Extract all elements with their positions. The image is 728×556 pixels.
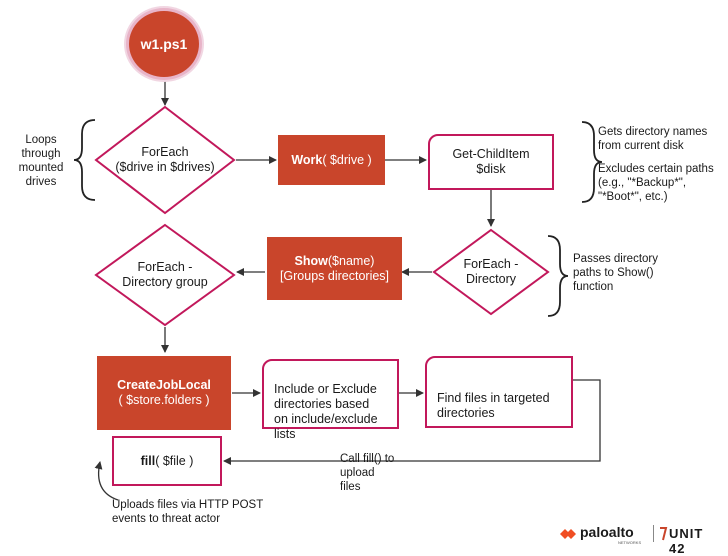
unit42-wordmark: UNIT 42: [669, 526, 704, 556]
include-exclude-label: Include or Exclude directories based on …: [274, 382, 378, 441]
note-call-fill: Call fill() to upload files: [340, 453, 395, 493]
paloalto-sub: NETWORKS: [618, 540, 642, 545]
start-label: w1.ps1: [140, 36, 188, 52]
show-subtitle: [Groups directories]: [279, 268, 390, 283]
fill-name: fill: [140, 453, 156, 468]
work-function-box: Work( $drive ): [278, 135, 385, 185]
arrow-uploads-curve: [94, 461, 119, 501]
createjoblocal-args: ( $store.folders ): [118, 393, 210, 407]
brace-loops: [73, 119, 96, 201]
note-excludes-paths: Excludes certain paths (e.g., "*Backup*"…: [598, 163, 714, 203]
foreach-drive-label: ForEach ($drive in $drives): [115, 145, 215, 174]
diamond-shape: [94, 105, 236, 215]
createjoblocal-box: CreateJobLocal ( $store.folders ): [97, 356, 231, 430]
note-passes-to-show: Passes directory paths to Show() functio…: [573, 253, 659, 293]
diamond-shape: [94, 223, 236, 327]
note-gets-directory-names: Gets directory names from current disk: [598, 126, 708, 152]
fill-args: ( $file ): [155, 453, 194, 468]
find-files-label: Find files in targeted directories: [437, 391, 550, 420]
brace-gets-names: [581, 121, 603, 203]
brace-passes: [547, 235, 569, 317]
foreach-directory-group-label: ForEach - Directory group: [122, 260, 208, 289]
include-exclude-box: Include or Exclude directories based on …: [262, 359, 399, 441]
show-function-box: Show($name) [Groups directories]: [267, 237, 402, 300]
paloalto-logo-icon: [560, 529, 576, 539]
start-script-node: w1.ps1: [129, 11, 199, 77]
find-files-box: Find files in targeted directories: [425, 356, 573, 428]
note-loops-drives: Loops through mounted drives: [18, 134, 64, 188]
note-uploads-files: Uploads files via HTTP POST events to th…: [112, 499, 264, 525]
decision-foreach-drive: ForEach ($drive in $drives): [94, 105, 236, 215]
work-name: Work: [291, 152, 323, 167]
brand-footer: paloalto NETWORKS UNIT 42: [558, 522, 718, 556]
arrow-find-to-fill: [223, 379, 601, 465]
brand-divider: [653, 525, 654, 542]
diamond-shape: [432, 228, 550, 316]
decision-foreach-directory-group: ForEach - Directory group: [94, 223, 236, 327]
fill-function-box: fill( $file ): [112, 436, 222, 486]
unit42-mark-icon: [660, 527, 668, 541]
show-args: ($name): [327, 253, 375, 268]
get-childitem-box: Get-ChildItem $disk: [428, 134, 554, 190]
paloalto-wordmark: paloalto: [580, 524, 634, 540]
decision-foreach-directory: ForEach - Directory: [432, 228, 550, 316]
work-args: ( $drive ): [322, 152, 372, 167]
show-name: Show: [294, 253, 328, 268]
get-childitem-label: Get-ChildItem $disk: [452, 147, 530, 176]
foreach-directory-label: ForEach - Directory: [463, 257, 519, 286]
createjoblocal-name: CreateJobLocal: [117, 378, 211, 392]
